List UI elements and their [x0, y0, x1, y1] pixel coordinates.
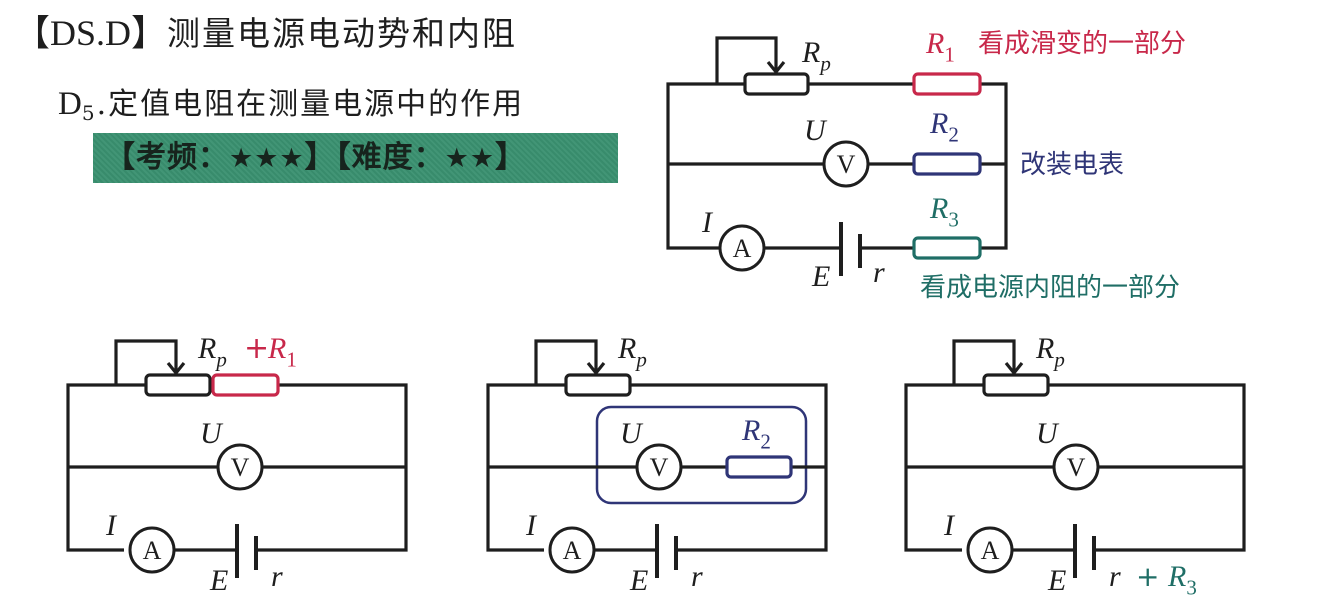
rheostat: [982, 373, 1050, 397]
label-i: I: [701, 206, 714, 239]
label-u: U: [620, 417, 644, 450]
ammeter: [548, 526, 596, 574]
label-rp-subscript: p: [1052, 347, 1065, 371]
difficulty-label: 【难度：: [335, 140, 445, 175]
note-r1: 看成滑变的一部分: [978, 29, 1186, 59]
label-r-internal: r: [691, 560, 703, 593]
slider-wire: [715, 36, 778, 84]
resistor-r2: [912, 152, 982, 176]
ammeter-conversion-box: [595, 405, 808, 505]
slider-arrow-icon: [586, 362, 606, 376]
slider-wire: [114, 339, 178, 385]
label-r1-subscript: 1: [286, 347, 297, 371]
label-i: I: [105, 509, 118, 542]
voltmeter-symbol: V: [837, 150, 856, 179]
label-r3: R3: [1167, 560, 1197, 599]
note-r2: 改装电表: [1020, 150, 1124, 180]
voltmeter: [1052, 443, 1100, 491]
subtitle-subscript: 5: [81, 101, 97, 125]
label-r2-subscript: 2: [948, 122, 959, 146]
voltmeter: [216, 443, 264, 491]
section-subtitle: D5.定值电阻在测量电源中的作用: [58, 79, 524, 125]
note-r3: 看成电源内阻的一部分: [920, 273, 1180, 303]
ammeter: [718, 224, 766, 272]
slider-wire: [534, 339, 598, 385]
label-e: E: [1047, 564, 1066, 597]
ammeter-symbol: A: [733, 234, 752, 263]
slider-arrow-icon: [166, 362, 186, 376]
label-r-internal: r: [1109, 560, 1121, 593]
slider-arrow-icon: [766, 61, 786, 75]
voltmeter-symbol: V: [650, 453, 669, 482]
label-e: E: [629, 564, 648, 597]
frequency-label: 【考频：: [105, 140, 229, 175]
voltmeter: [635, 443, 683, 491]
label-r2: R2: [741, 414, 771, 453]
label-e: E: [209, 564, 228, 597]
slider-wire: [952, 339, 1016, 385]
label-rp-subscript: p: [818, 51, 831, 75]
label-r2-subscript: 2: [760, 429, 771, 453]
resistor-r2: [725, 455, 793, 479]
label-r-internal: r: [873, 256, 885, 289]
label-u: U: [200, 417, 224, 450]
wire: [666, 82, 745, 250]
label-r-internal: r: [271, 560, 283, 593]
label-r1: R1: [267, 332, 297, 371]
page-title: 【DS.D】测量电源电动势和内阻: [14, 4, 517, 56]
voltmeter-symbol: V: [1067, 453, 1086, 482]
resistor-r3: [912, 236, 982, 260]
section-code: 【DS.D】: [14, 13, 168, 53]
label-rp: Rp: [801, 36, 831, 75]
subtitle-text: .定值电阻在测量电源中的作用: [96, 87, 525, 122]
label-rp: Rp: [197, 332, 227, 371]
wire: [980, 82, 1008, 250]
label-i: I: [525, 509, 538, 542]
frequency-close: 】: [304, 140, 336, 175]
label-r1: R1: [925, 27, 955, 66]
rheostat: [564, 373, 632, 397]
title-text: 测量电源电动势和内阻: [167, 14, 518, 53]
label-rp: Rp: [1035, 332, 1065, 371]
label-u: U: [1036, 417, 1060, 450]
ammeter: [128, 526, 176, 574]
voltmeter-symbol: V: [231, 453, 250, 482]
rheostat: [743, 72, 810, 96]
label-r3: R3: [929, 192, 959, 231]
label-rp-subscript: p: [634, 347, 647, 371]
frequency-stars-icon: ★★★: [229, 143, 305, 174]
label-r3-subscript: 3: [1186, 575, 1197, 599]
ammeter: [966, 526, 1014, 574]
resistor-r1: [912, 72, 982, 96]
difficulty-close: 】: [495, 140, 527, 175]
voltmeter: [822, 140, 870, 188]
label-r1-subscript: 1: [944, 42, 955, 66]
ammeter-symbol: A: [563, 536, 582, 565]
label-u: U: [804, 114, 828, 147]
label-r3-subscript: 3: [948, 207, 959, 231]
ammeter-symbol: A: [143, 536, 162, 565]
plus-sign: +: [244, 331, 269, 366]
label-e: E: [811, 260, 830, 293]
label-rp: Rp: [617, 332, 647, 371]
label-r2: R2: [929, 107, 959, 146]
slider-arrow-icon: [1004, 362, 1024, 376]
label-rp-subscript: p: [214, 347, 227, 371]
difficulty-stars-icon: ★★: [444, 143, 496, 174]
plus-sign: +: [1136, 560, 1159, 593]
ammeter-symbol: A: [981, 536, 1000, 565]
resistor-r1: [211, 373, 280, 397]
label-i: I: [943, 509, 956, 542]
rating-banner: 【考频：★★★】【难度：★★】: [93, 133, 618, 183]
subtitle-prefix: D: [58, 86, 82, 122]
rheostat: [144, 373, 212, 397]
